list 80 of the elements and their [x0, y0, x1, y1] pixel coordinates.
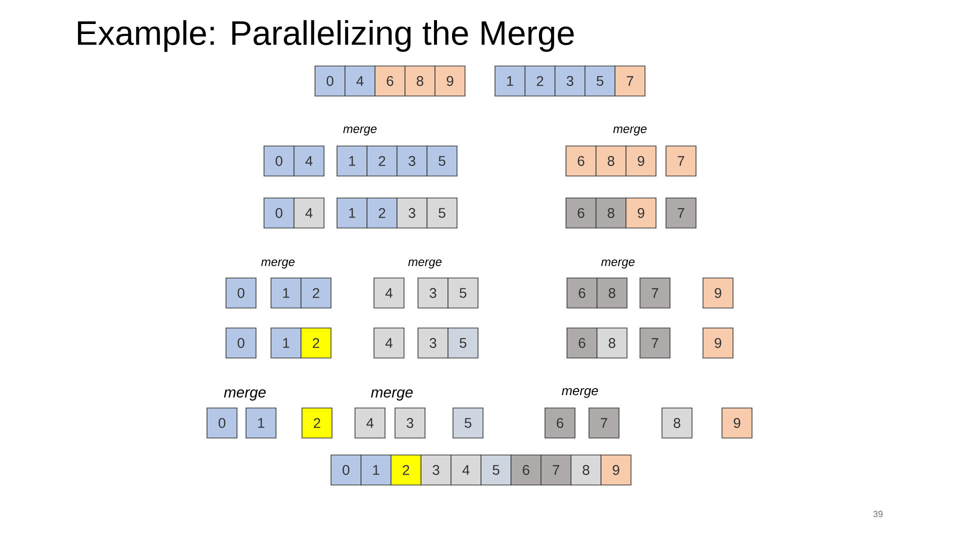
- merge-label: merge: [371, 389, 413, 401]
- array-cell: 9: [702, 328, 734, 358]
- array-cell: 4: [294, 146, 324, 176]
- array-cell: 2: [302, 408, 332, 438]
- merge-label: merge: [613, 126, 647, 136]
- array-cell: 7: [640, 278, 670, 308]
- array-cell: 5: [480, 454, 512, 486]
- array-cell: 9: [626, 198, 656, 228]
- array-cell: 9: [722, 408, 752, 438]
- array-cell: 3: [420, 454, 452, 486]
- title: Example: Parallelizing the Merge: [78, 20, 574, 52]
- array-cell: 1: [246, 408, 276, 438]
- array-cell: 5: [426, 146, 458, 176]
- array-cell: 4: [344, 66, 376, 96]
- array-cell: 8: [404, 66, 436, 96]
- array-cell: 0: [330, 454, 362, 486]
- array-cell: 3: [394, 408, 426, 438]
- array-cell: 0: [264, 198, 294, 228]
- array-cell: 6: [544, 408, 576, 438]
- array-cell: 6: [566, 198, 596, 228]
- array-cell: 4: [374, 328, 404, 358]
- merge-label: merge: [343, 126, 377, 136]
- array-cell: 5: [448, 278, 478, 308]
- array-cell: 0: [226, 328, 256, 358]
- array-cell: 6: [566, 146, 596, 176]
- array-cell: 8: [596, 146, 626, 176]
- merge-label: merge: [261, 260, 295, 268]
- array-cell: 5: [426, 198, 458, 228]
- array-cell: 8: [596, 328, 628, 358]
- array-cell: 9: [626, 146, 656, 176]
- array-cell: 6: [510, 454, 542, 486]
- array-cell: 1: [270, 278, 302, 308]
- array-cell: 0: [226, 278, 256, 308]
- array-cell: 8: [570, 454, 602, 486]
- array-cell: 3: [554, 66, 586, 96]
- array-cell: 7: [588, 408, 620, 438]
- array-cell: 4: [450, 454, 482, 486]
- array-cell: 3: [418, 328, 448, 358]
- array-cell: 9: [600, 454, 632, 486]
- array-cell: 0: [206, 408, 238, 438]
- array-cell: 8: [662, 408, 692, 438]
- array-cell: 7: [666, 198, 696, 228]
- array-cell: 4: [294, 198, 324, 228]
- array-cell: 1: [494, 66, 526, 96]
- array-cell: 6: [566, 278, 598, 308]
- array-cell: 0: [264, 146, 294, 176]
- merge-label: merge: [562, 388, 598, 398]
- page-number: 39: [873, 510, 883, 518]
- array-cell: 6: [566, 328, 598, 358]
- array-cell: 8: [596, 198, 626, 228]
- array-cell: 8: [596, 278, 628, 308]
- array-cell: 1: [336, 146, 368, 176]
- array-cell: 2: [300, 278, 332, 308]
- array-cell: 1: [360, 454, 392, 486]
- array-cell: 2: [366, 146, 398, 176]
- array-cell: 4: [374, 278, 404, 308]
- merge-label: merge: [408, 260, 442, 268]
- array-cell: 2: [390, 454, 422, 486]
- merge-label: merge: [601, 260, 635, 268]
- array-cell: 9: [702, 278, 734, 308]
- array-cell: 5: [448, 328, 478, 358]
- array-cell: 7: [540, 454, 572, 486]
- array-cell: 4: [354, 408, 386, 438]
- array-cell: 0: [314, 66, 346, 96]
- array-cell: 7: [614, 66, 646, 96]
- array-cell: 2: [524, 66, 556, 96]
- array-cell: 5: [452, 408, 484, 438]
- array-cell: 5: [584, 66, 616, 96]
- array-cell: 2: [300, 328, 332, 358]
- array-cell: 9: [434, 66, 466, 96]
- array-cell: 1: [270, 328, 302, 358]
- array-cell: 3: [418, 278, 448, 308]
- array-cell: 2: [366, 198, 398, 228]
- merge-label: merge: [224, 389, 266, 401]
- array-cell: 3: [396, 198, 428, 228]
- array-cell: 7: [640, 328, 670, 358]
- array-cell: 3: [396, 146, 428, 176]
- array-cell: 6: [374, 66, 406, 96]
- array-cell: 7: [666, 146, 696, 176]
- array-cell: 1: [336, 198, 368, 228]
